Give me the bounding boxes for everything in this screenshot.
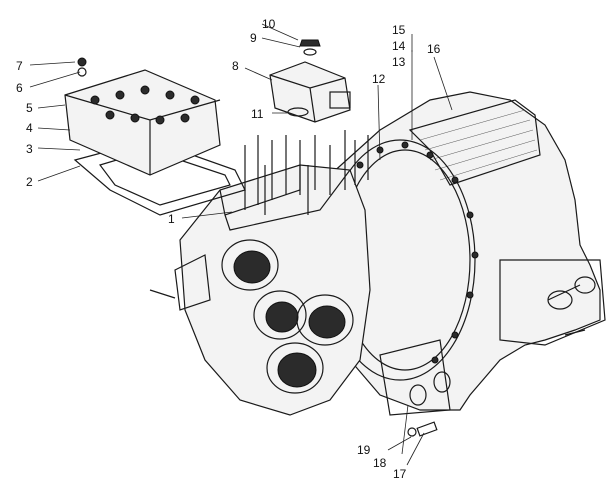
callout-labels: 1 2 3 4 5 6 7 8 9 10 11 12 13 14 15 16 1… [16, 17, 441, 481]
callout-6: 6 [16, 81, 23, 95]
callout-4: 4 [26, 121, 33, 135]
callout-3: 3 [26, 142, 33, 156]
callout-2: 2 [26, 175, 33, 189]
bracket-block [269, 39, 351, 123]
callout-12: 12 [372, 72, 386, 86]
callout-13: 13 [392, 55, 406, 69]
washer [77, 67, 87, 77]
callout-1: 1 [168, 212, 175, 226]
callout-14: 14 [392, 39, 406, 53]
callout-5: 5 [26, 101, 33, 115]
head-studs [244, 130, 369, 215]
front-casing [174, 164, 371, 416]
callout-17: 17 [393, 467, 407, 481]
housing-body [329, 91, 606, 416]
callout-11: 11 [251, 107, 264, 121]
nut-10 [299, 39, 321, 47]
nut [77, 57, 87, 67]
callout-9: 9 [250, 31, 257, 45]
output-shafts [547, 276, 596, 310]
callout-18: 18 [373, 456, 387, 470]
callout-16: 16 [427, 42, 441, 56]
leader-lines [29, 23, 453, 466]
washer-9 [303, 48, 317, 56]
callout-10: 10 [262, 17, 276, 31]
callout-7: 7 [16, 59, 23, 73]
cylinder-head-assembly [64, 57, 246, 216]
callout-8: 8 [232, 59, 239, 73]
lower-fasteners [149, 289, 586, 437]
flange-ring [324, 139, 479, 381]
callout-19: 19 [357, 443, 371, 457]
cylinder-head [64, 69, 221, 176]
callout-15: 15 [392, 23, 406, 37]
